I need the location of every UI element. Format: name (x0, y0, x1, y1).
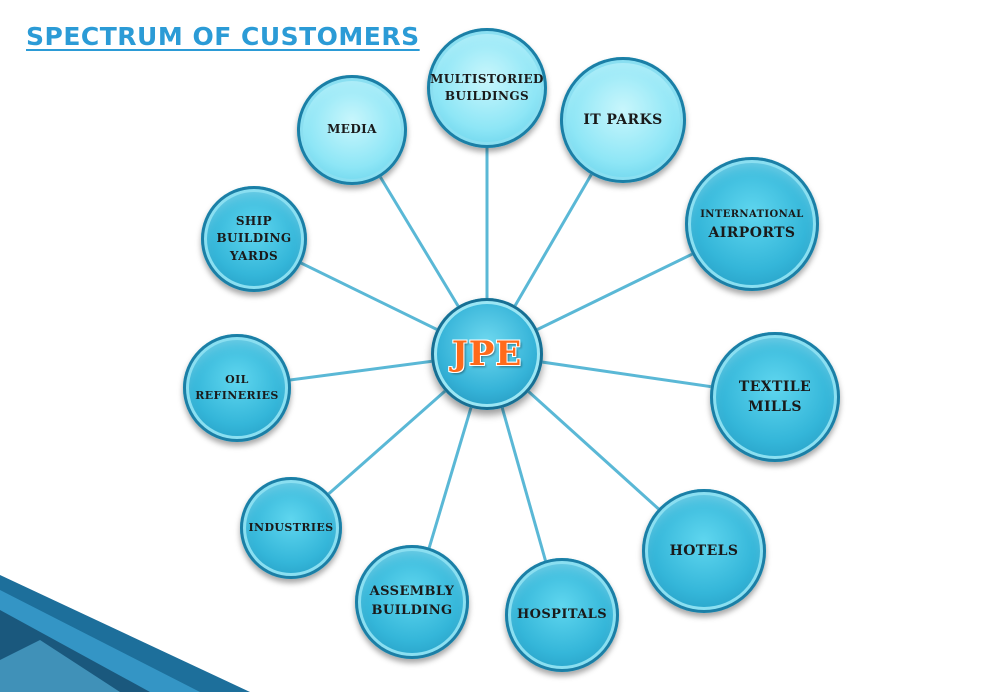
node-assembly-building: ASSEMBLY BUILDING (355, 545, 469, 659)
node-industries-label: INDUSTRIES (248, 521, 334, 535)
node-multistoried-label-2: BUILDINGS (444, 89, 530, 103)
node-ship-label-2: BUILDING (216, 231, 292, 246)
node-assembly-label-1: ASSEMBLY (369, 584, 455, 600)
node-assembly-label-2: BUILDING (371, 603, 453, 618)
node-media: MEDIA (297, 75, 407, 185)
node-hospitals-label: HOSPITALS (516, 606, 608, 622)
node-oil-label-2: REFINERIES (195, 389, 279, 402)
node-airports-label-2: AIRPORTS (708, 224, 796, 241)
node-textile-label-2: MILLS (748, 399, 802, 415)
node-oil-refineries: OIL REFINERIES (183, 334, 291, 442)
node-ship-label-1: SHIP (235, 213, 273, 228)
node-textile-mills: TEXTILE MILLS (710, 332, 840, 462)
node-hospitals: HOSPITALS (505, 558, 619, 672)
node-media-label: MEDIA (327, 122, 377, 137)
page-title: SPECTRUM OF CUSTOMERS (26, 22, 420, 51)
node-multistoried-buildings: MULTISTORIED BUILDINGS (427, 28, 547, 148)
node-hotels-label: HOTELS (669, 542, 739, 559)
node-oil-label-1: OIL (225, 373, 249, 387)
node-hotels: HOTELS (642, 489, 766, 613)
node-ship-label-3: YARDS (229, 248, 279, 263)
node-international-airports: INTERNATIONAL AIRPORTS (685, 157, 819, 291)
center-label: JPE (451, 334, 523, 374)
center-hub: JPE (431, 298, 543, 410)
node-it-parks: IT PARKS (560, 57, 686, 183)
node-it-parks-label: IT PARKS (583, 111, 663, 128)
node-airports-label-1: INTERNATIONAL (700, 209, 804, 221)
node-industries: INDUSTRIES (240, 477, 342, 579)
node-ship-building-yards: SHIP BUILDING YARDS (201, 186, 307, 292)
node-textile-label-1: TEXTILE (738, 378, 812, 395)
node-multistoried-label-1: MULTISTORIED (430, 71, 544, 86)
